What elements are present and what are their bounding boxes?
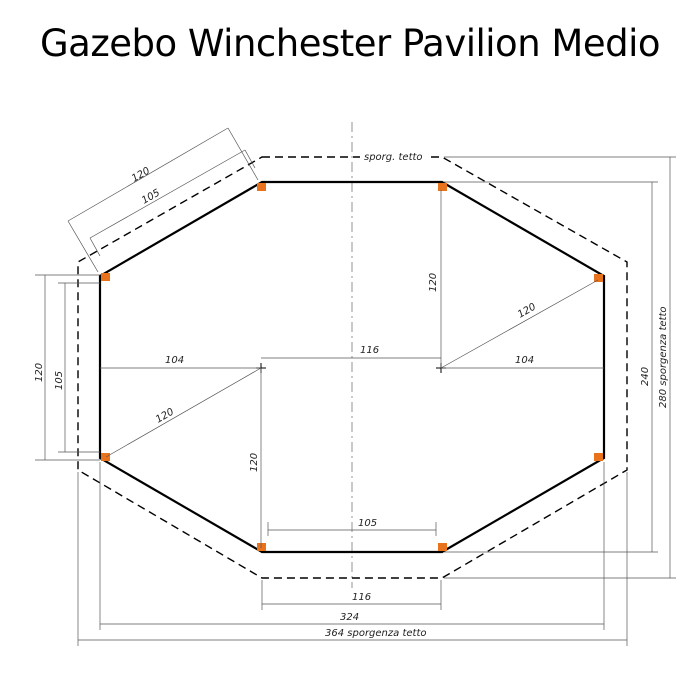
dimension-center-horizontal: 104 116 104 xyxy=(100,345,604,369)
post-bottom-right xyxy=(438,543,447,551)
post-top-left xyxy=(257,183,266,191)
dimension-label-116-center: 116 xyxy=(360,345,379,356)
dimension-label-280: 280 sporgenza tetto xyxy=(658,307,669,408)
post-bottom-left xyxy=(257,543,266,551)
post-left-lower xyxy=(101,453,110,461)
post-top-right xyxy=(438,183,447,191)
dimension-label-105-bottom: 105 xyxy=(358,518,377,529)
dimension-label-104-right: 104 xyxy=(515,355,534,366)
roof-overhang-outline xyxy=(77,156,628,579)
dimension-label-120-top: 120 xyxy=(130,166,152,185)
diagram-title: Gazebo Winchester Pavilion Medio xyxy=(40,22,661,65)
post-right-upper xyxy=(594,274,603,282)
dimension-label-120-left: 120 xyxy=(34,363,45,382)
dimension-label-120-right-vertical: 120 xyxy=(428,273,439,292)
dimension-left-side: 120 105 xyxy=(34,274,100,461)
dimension-label-120-right-diagonal: 120 xyxy=(516,302,538,321)
dimension-label-104-left: 104 xyxy=(165,355,184,366)
gazebo-footprint-outline xyxy=(98,180,606,554)
dimension-label-324: 324 xyxy=(340,612,359,623)
dimension-bottom: 105 116 324 364 sporgenza tetto xyxy=(77,462,628,646)
roof-overhang-label: sporg. tetto xyxy=(364,152,423,163)
corner-posts xyxy=(101,183,603,551)
post-left-upper xyxy=(101,273,110,281)
dimension-label-364: 364 sporgenza tetto xyxy=(325,628,426,639)
dimension-label-105-left: 105 xyxy=(54,371,65,390)
dimension-label-240: 240 xyxy=(640,367,651,386)
post-right-lower xyxy=(594,453,603,461)
dimension-label-120-center-vertical: 120 xyxy=(249,453,260,472)
dimension-right-radius: 120 120 xyxy=(428,190,599,369)
dimension-label-116-bottom: 116 xyxy=(352,592,371,603)
dimension-left-radius: 120 120 xyxy=(105,367,262,548)
center-marks xyxy=(256,363,446,373)
dimension-right-side: 240 280 sporgenza tetto xyxy=(444,156,676,579)
